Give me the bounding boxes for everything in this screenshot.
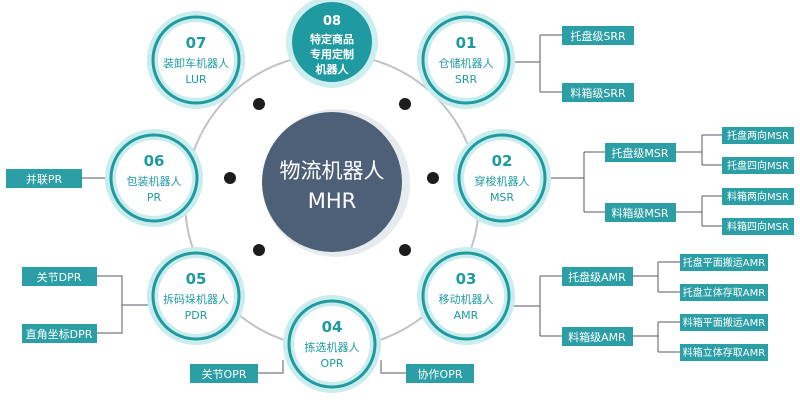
pdr-articulated: 关节DPR — [37, 270, 82, 284]
srr-branch: 托盘级SRR 料箱级SRR — [562, 26, 634, 102]
center-subtitle: MHR — [308, 189, 357, 213]
node-01-label: 仓储机器人 — [439, 56, 494, 70]
srr-bin-label: 料箱级SRR — [570, 86, 626, 100]
pr-branch: 并联PR — [6, 169, 82, 188]
orbit-dot — [427, 172, 439, 184]
msr-bin-label: 料箱级MSR — [611, 206, 668, 220]
amr-bin-3d: 料箱立体存取AMR — [683, 346, 765, 359]
node-03-amr: 03 移动机器人 AMR — [417, 247, 515, 345]
msr-bin-four-way: 料箱四向MSR — [727, 220, 789, 233]
node-05-abbr: PDR — [185, 309, 208, 322]
pdr-branch: 关节DPR 直角坐标DPR — [22, 267, 97, 343]
connector-lines — [82, 34, 722, 374]
pr-parallel: 并联PR — [26, 172, 63, 186]
node-08-special: 08 特定商品 专用定制 机器人 — [286, 0, 378, 88]
orbit-dot — [399, 244, 411, 256]
amr-bin-label: 料箱级AMR — [568, 330, 626, 344]
node-03-number: 03 — [456, 270, 477, 288]
node-01-abbr: SRR — [455, 73, 478, 86]
opr-branch: 关节OPR 协作OPR — [190, 364, 474, 383]
center-title: 物流机器人 — [280, 159, 385, 183]
node-04-label: 拣选机器人 — [305, 340, 360, 354]
orbit-dot — [253, 98, 265, 110]
msr-branch: 托盘级MSR 料箱级MSR 托盘两向MSR 托盘四向MSR 料箱两向MSR 料箱… — [605, 127, 794, 235]
amr-bin-planar: 料箱平面搬运AMR — [683, 316, 765, 329]
node-06-label: 包装机器人 — [127, 174, 182, 188]
node-04-abbr: OPR — [321, 357, 344, 370]
node-08-number: 08 — [323, 14, 341, 29]
msr-pallet-two-way: 托盘两向MSR — [727, 129, 789, 142]
node-02-label: 穿梭机器人 — [475, 174, 530, 188]
node-01-number: 01 — [456, 34, 477, 52]
msr-pallet-four-way: 托盘四向MSR — [727, 159, 789, 172]
node-03-label: 移动机器人 — [439, 292, 494, 306]
opr-collaborative: 协作OPR — [418, 367, 463, 381]
node-05-number: 05 — [186, 270, 207, 288]
node-04-opr: 04 拣选机器人 OPR — [283, 295, 381, 393]
node-05-label: 拆码垛机器人 — [163, 292, 229, 306]
node-04-number: 04 — [322, 318, 343, 336]
pdr-cartesian: 直角坐标DPR — [26, 327, 93, 341]
amr-pallet-label: 托盘级AMR — [568, 270, 626, 284]
node-05-pdr: 05 拆码垛机器人 PDR — [147, 247, 245, 345]
node-06-pr: 06 包装机器人 PR — [105, 129, 203, 227]
node-08-line-1: 特定商品 — [310, 32, 354, 46]
node-02-msr: 02 穿梭机器人 MSR — [453, 129, 551, 227]
node-01-srr: 01 仓储机器人 SRR — [417, 11, 515, 109]
node-07-lur: 07 装卸车机器人 LUR — [147, 11, 245, 109]
node-08-line-2: 专用定制 — [310, 47, 354, 61]
srr-pallet-label: 托盘级SRR — [570, 29, 626, 43]
center-hub: 物流机器人 MHR — [262, 109, 410, 257]
node-08-line-3: 机器人 — [316, 62, 350, 76]
node-06-abbr: PR — [147, 191, 162, 204]
node-07-label: 装卸车机器人 — [163, 56, 229, 70]
orbit-dot — [224, 172, 236, 184]
orbit-dot — [253, 244, 265, 256]
node-07-number: 07 — [186, 34, 207, 52]
msr-pallet-label: 托盘级MSR — [611, 146, 668, 160]
node-03-abbr: AMR — [454, 309, 479, 322]
node-02-abbr: MSR — [490, 191, 514, 204]
orbit-dot — [399, 98, 411, 110]
amr-branch: 托盘级AMR 料箱级AMR 托盘平面搬运AMR 托盘立体存取AMR 料箱平面搬运… — [562, 254, 768, 361]
amr-pallet-3d: 托盘立体存取AMR — [683, 286, 765, 299]
node-06-number: 06 — [144, 152, 165, 170]
node-02-number: 02 — [492, 152, 513, 170]
msr-bin-two-way: 料箱两向MSR — [727, 190, 789, 203]
opr-articulated: 关节OPR — [202, 367, 247, 381]
amr-pallet-planar: 托盘平面搬运AMR — [683, 256, 765, 269]
node-07-abbr: LUR — [185, 73, 207, 86]
